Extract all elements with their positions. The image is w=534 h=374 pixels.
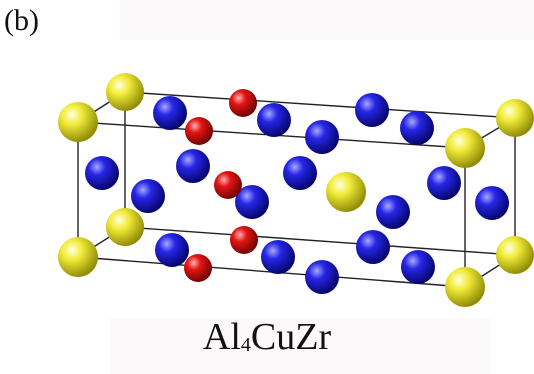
cu-atom (184, 254, 212, 282)
al-atom (305, 260, 339, 294)
al-atom (235, 185, 269, 219)
formula-suffix: CuZr (250, 316, 332, 358)
cu-atom (214, 171, 242, 199)
formula-subscript: 4 (240, 334, 251, 356)
background-band-bottom (110, 318, 490, 374)
atoms (58, 73, 534, 307)
zr-atom (496, 99, 534, 137)
formula-prefix: Al (202, 316, 241, 358)
al-atom (475, 186, 509, 220)
zr-atom (496, 236, 534, 274)
panel-label: (b) (4, 4, 39, 37)
cell-edge-fg (124, 226, 516, 256)
zr-atom (58, 102, 98, 142)
al-atom (155, 233, 189, 267)
al-atom (427, 166, 461, 200)
al-atom (153, 96, 187, 130)
al-atom (176, 149, 210, 183)
al-atom (355, 93, 389, 127)
al-atom (401, 250, 435, 284)
al-atom (257, 103, 291, 137)
al-atom (261, 240, 295, 274)
formula-label: Al4CuZr (0, 318, 534, 356)
al-atom (376, 195, 410, 229)
al-atom (356, 230, 390, 264)
al-atom (131, 179, 165, 213)
zr-atom (106, 208, 144, 246)
cu-atom (185, 117, 213, 145)
background-band-top (120, 0, 534, 40)
cell-edge-bc (124, 91, 516, 119)
zr-atom (445, 267, 485, 307)
zr-atom (58, 237, 98, 277)
cu-atom (229, 89, 257, 117)
al-atom (400, 111, 434, 145)
al-atom (283, 156, 317, 190)
al-atom (85, 156, 119, 190)
zr-atom (106, 73, 144, 111)
zr-atom (326, 172, 366, 212)
cu-atom (230, 226, 258, 254)
al-atom (305, 120, 339, 154)
zr-atom (445, 128, 485, 168)
